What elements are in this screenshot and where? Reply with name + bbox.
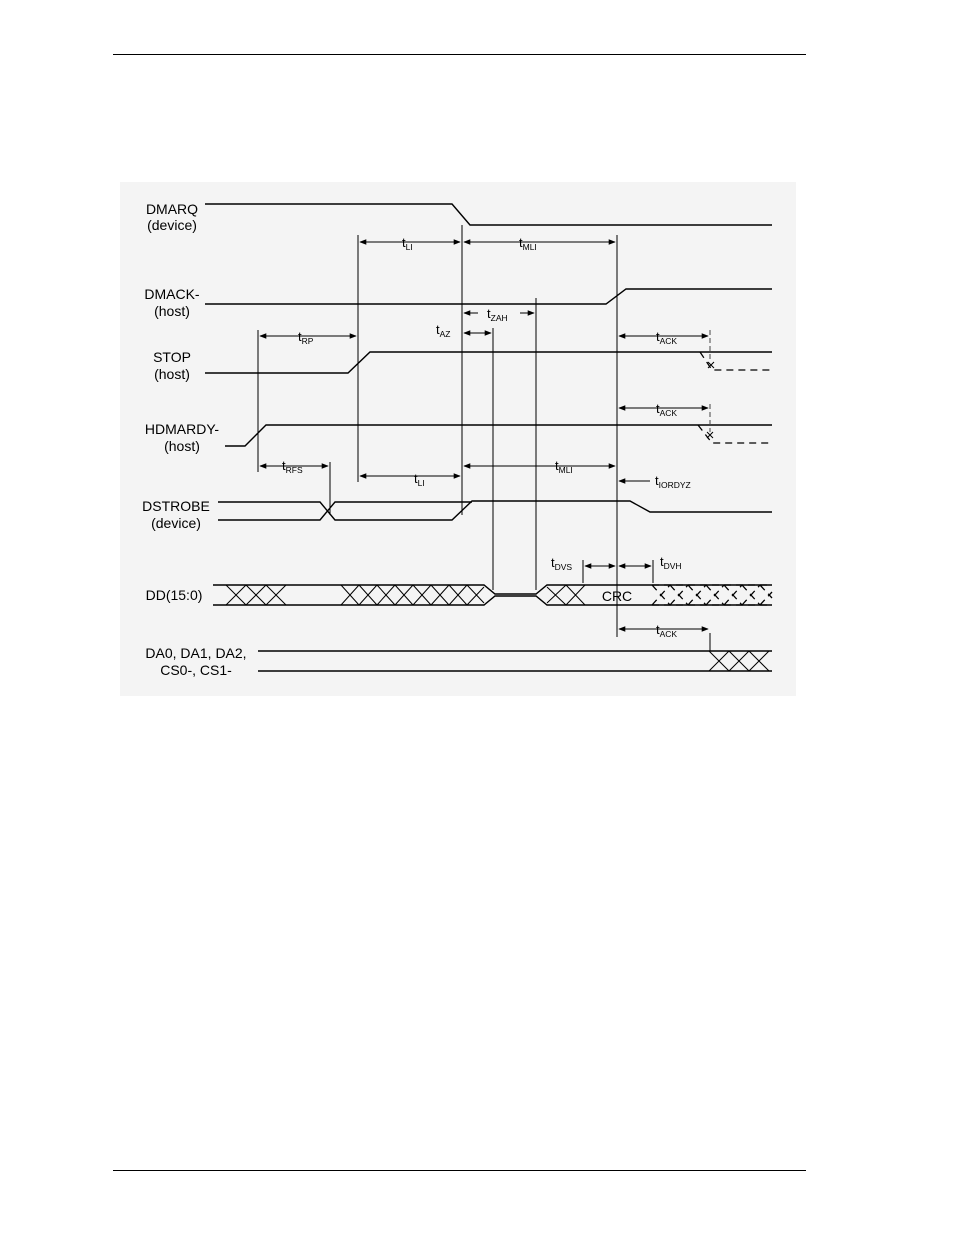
timing-labels: tLI tMLI tZAH tAZ tRP tACK tACK tRFS tLI… <box>282 235 691 639</box>
addr-label-line1: DA0, DA1, DA2, <box>145 645 246 661</box>
dmack-waveform <box>205 288 772 305</box>
stop-role: (host) <box>154 366 190 382</box>
dimension-arrows <box>259 239 709 632</box>
t-dvh-label: tDVH <box>660 554 682 571</box>
t-mli-top-label: tMLI <box>519 235 537 252</box>
dstrobe-role: (device) <box>151 515 201 531</box>
dd-label: DD(15:0) <box>146 587 203 603</box>
t-dvs-label: tDVS <box>551 555 572 572</box>
dmarq-label: DMARQ <box>146 201 198 217</box>
dd-bus <box>213 584 773 606</box>
dmarq-role: (device) <box>147 217 197 233</box>
t-ack-stop-label: tACK <box>656 329 677 346</box>
t-iordyz-label: tIORDYZ <box>655 473 691 490</box>
dmack-role: (host) <box>154 303 190 319</box>
diagram-panel <box>120 182 796 696</box>
hdmardy-waveform <box>225 424 772 447</box>
t-li-mid-label: tLI <box>414 471 425 488</box>
header-rule <box>113 54 806 55</box>
footer-rule <box>113 1170 806 1171</box>
t-rp-label: tRP <box>298 329 314 346</box>
reference-lines <box>257 225 711 651</box>
stop-waveform <box>205 351 772 374</box>
t-ack-addr-label: tACK <box>656 622 677 639</box>
hdmardy-role: (host) <box>164 438 200 454</box>
t-li-top-label: tLI <box>402 235 413 252</box>
dmarq-waveform <box>205 203 772 226</box>
t-az-label: tAZ <box>436 322 451 339</box>
dmack-label: DMACK- <box>144 286 200 302</box>
addr-bus <box>258 650 772 672</box>
dstrobe-label: DSTROBE <box>142 498 210 514</box>
addr-label-line2: CS0-, CS1- <box>160 662 232 678</box>
t-rfs-label: tRFS <box>282 458 303 475</box>
t-mli-mid-label: tMLI <box>555 458 573 475</box>
t-zah-label: tZAH <box>487 306 508 323</box>
stop-label: STOP <box>153 349 191 365</box>
t-ack-hdmardy-label: tACK <box>656 401 677 418</box>
hdmardy-label: HDMARDY- <box>145 421 219 437</box>
signal-labels: DMARQ (device) DMACK- (host) STOP (host)… <box>142 201 246 678</box>
